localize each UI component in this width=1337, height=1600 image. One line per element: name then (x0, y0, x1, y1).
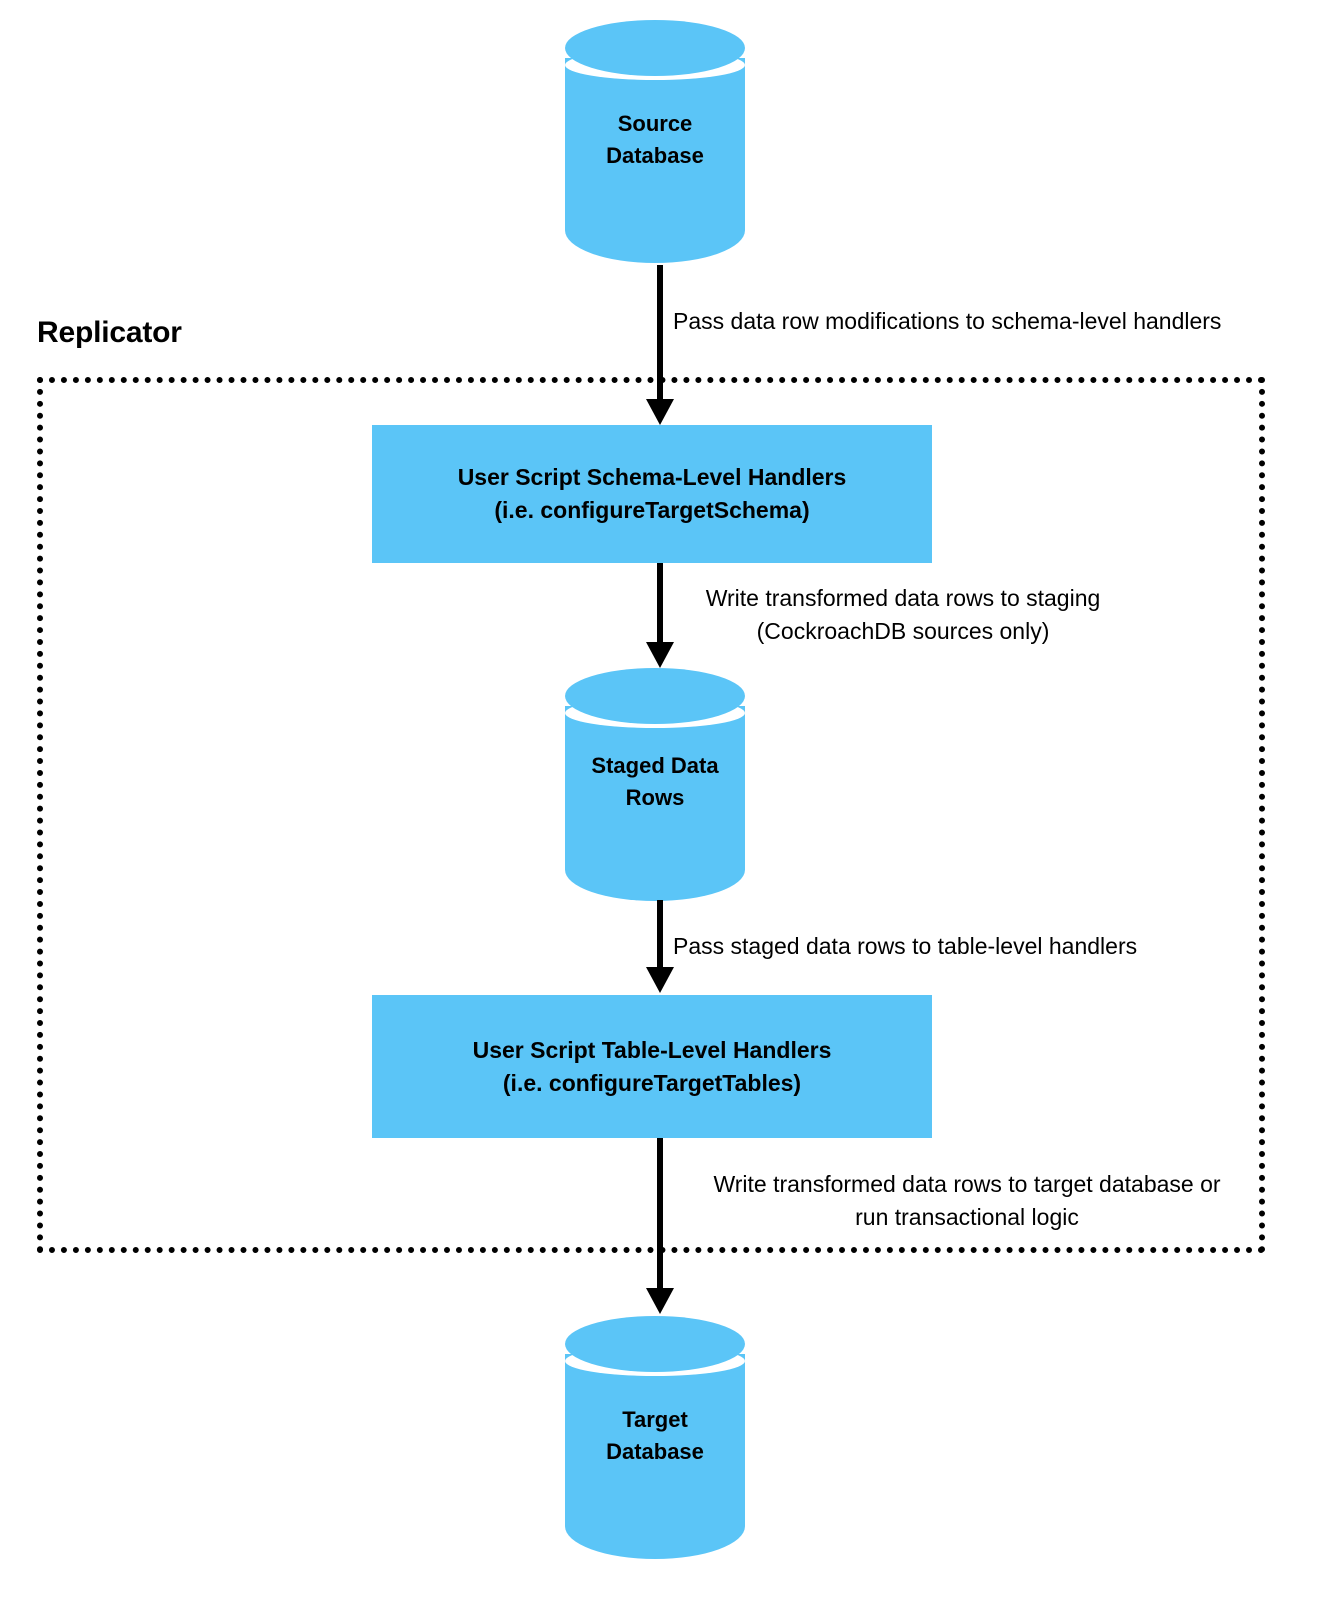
edge-label-schema-handlers-to-staged-rows: Write transformed data rows to staging (… (705, 585, 1101, 644)
node-staged-data-rows: Staged Data Rows (565, 668, 745, 901)
node-label-source-database: Source Database (606, 111, 704, 168)
arrow-table-handlers-to-target-database (646, 1138, 674, 1314)
replicator-group-title: Replicator (37, 316, 182, 349)
cylinder-top-ellipse (565, 668, 745, 724)
cylinder-body (565, 1354, 745, 1559)
arrow-stem (657, 1138, 663, 1290)
cylinder-top-ellipse (565, 20, 745, 76)
arrow-schema-handlers-to-staged-rows (646, 563, 674, 668)
node-source-database: Source Database (565, 20, 745, 263)
cylinder-body (565, 706, 745, 901)
arrow-source-to-schema-handlers (646, 265, 674, 425)
edge-label-table-handlers-to-target-database: Write transformed data rows to target da… (713, 1171, 1221, 1230)
cylinder-top-ellipse (565, 1316, 745, 1372)
node-schema-level-handlers: User Script Schema-Level Handlers (i.e. … (372, 425, 932, 563)
node-label-staged-data-rows: Staged Data Rows (591, 753, 719, 810)
arrow-stem (657, 563, 663, 644)
arrow-head (646, 1288, 674, 1314)
arrow-staged-rows-to-table-handlers (646, 900, 674, 993)
arrow-head (646, 967, 674, 993)
cylinder-body (565, 58, 745, 263)
edge-label-staged-rows-to-table-handlers: Pass staged data rows to table-level han… (673, 933, 1138, 959)
node-label-schema-level-handlers: User Script Schema-Level Handlers (i.e. … (457, 464, 847, 523)
arrow-stem (657, 900, 663, 969)
edge-label-source-to-schema-handlers: Pass data row modifications to schema-le… (673, 308, 1222, 334)
node-label-table-level-handlers: User Script Table-Level Handlers (i.e. c… (472, 1036, 832, 1096)
node-label-target-database: Target Database (606, 1407, 704, 1464)
arrow-head (646, 399, 674, 425)
arrow-head (646, 642, 674, 668)
node-table-level-handlers: User Script Table-Level Handlers (i.e. c… (372, 995, 932, 1138)
arrow-stem (657, 265, 663, 401)
node-target-database: Target Database (565, 1316, 745, 1559)
